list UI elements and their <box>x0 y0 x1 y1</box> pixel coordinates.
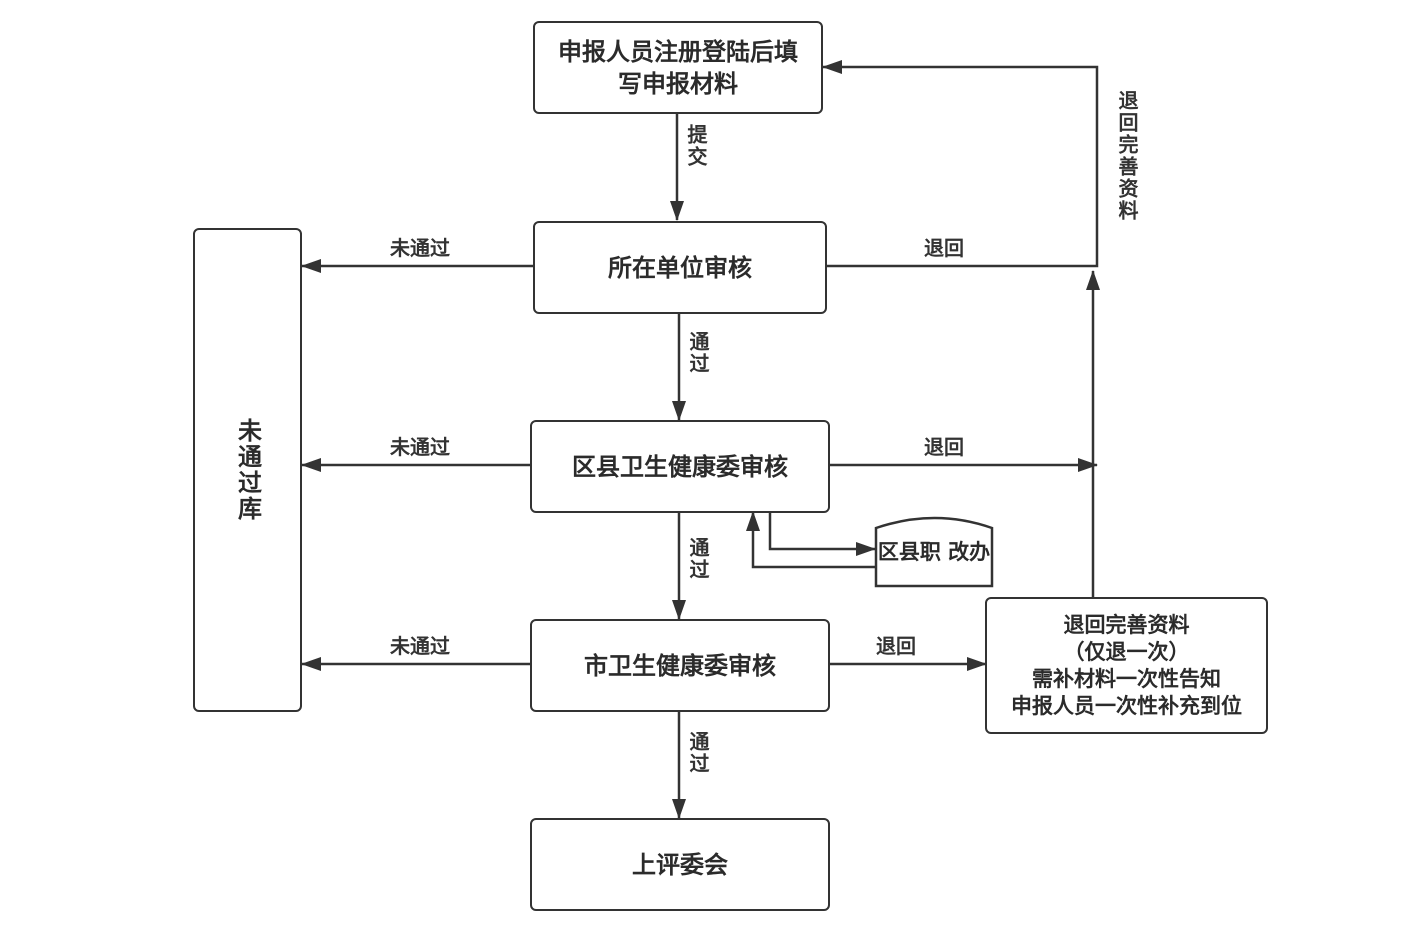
label-fail-2: 未通过 <box>390 435 450 459</box>
label-fail-1: 未通过 <box>390 236 450 260</box>
label-pass-3: 通过 <box>686 731 710 775</box>
district-office-line-2: 改办 <box>948 539 991 564</box>
register-node: 申报人员注册登陆后填 写申报材料 <box>533 21 823 114</box>
arrow-return-unit <box>822 60 1099 268</box>
district-office-shape <box>874 516 994 588</box>
label-fail-3: 未通过 <box>390 634 450 658</box>
label-pass-2: 通过 <box>686 537 710 581</box>
failed-library-node: 未通过库 <box>193 228 302 712</box>
district-office-node: 区县职 改办 <box>874 520 994 584</box>
label-return-complete: 退回完善资料 <box>1115 90 1139 222</box>
label-return-district: 退回 <box>924 435 964 459</box>
arrow-to-office <box>768 512 876 556</box>
committee-node: 上评委会 <box>530 818 830 911</box>
return-note-line-4: 申报人员一次性补充到位 <box>1011 693 1242 718</box>
register-line-2: 写申报材料 <box>618 69 738 98</box>
return-note-line-3: 需补材料一次性告知 <box>1032 666 1221 691</box>
unit-review-node: 所在单位审核 <box>533 221 827 314</box>
label-return-city: 退回 <box>876 634 916 658</box>
committee-label: 上评委会 <box>632 850 728 879</box>
district-review-node: 区县卫生健康委审核 <box>530 420 830 513</box>
return-note-node: 退回完善资料 （仅退一次） 需补材料一次性告知 申报人员一次性补充到位 <box>985 597 1268 734</box>
unit-review-label: 所在单位审核 <box>608 253 752 282</box>
register-line-1: 申报人员注册登陆后填 <box>558 37 798 66</box>
district-review-label: 区县卫生健康委审核 <box>572 452 788 481</box>
label-pass-1: 通过 <box>686 331 710 375</box>
return-note-line-1: 退回完善资料 <box>1063 612 1190 637</box>
label-submit: 提交 <box>684 124 708 168</box>
label-return-unit: 退回 <box>924 236 964 260</box>
arrow-from-office <box>746 511 875 569</box>
city-review-label: 市卫生健康委审核 <box>584 651 776 680</box>
return-note-line-2: （仅退一次） <box>1063 639 1190 664</box>
city-review-node: 市卫生健康委审核 <box>530 619 830 712</box>
district-office-line-1: 区县职 <box>877 539 941 564</box>
failed-library-label: 未通过库 <box>233 418 262 522</box>
